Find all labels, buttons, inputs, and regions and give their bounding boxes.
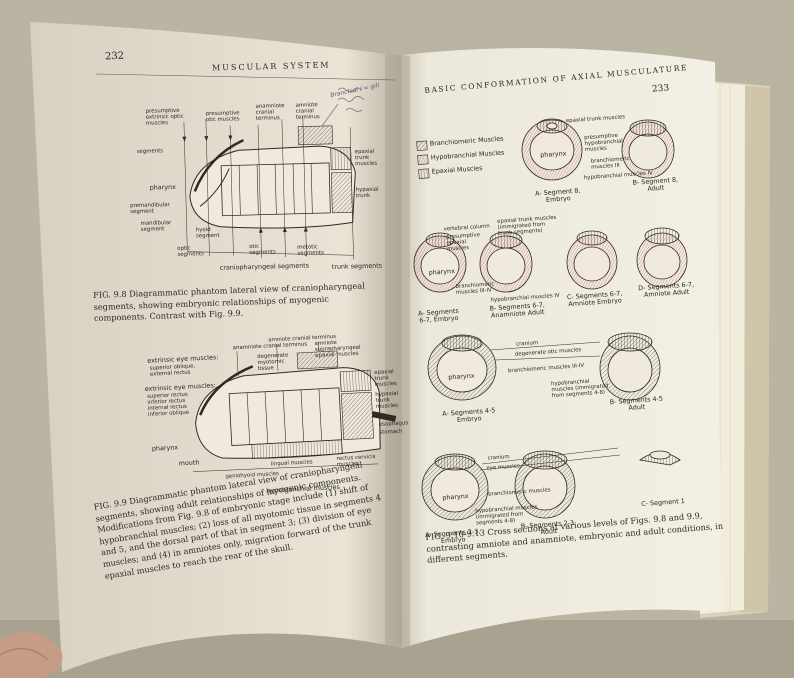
label: presumptive extrinsic optic muscles xyxy=(145,107,184,127)
figure-9-8-diagram xyxy=(182,116,356,260)
label: metotic segments xyxy=(297,244,324,257)
cross-sections xyxy=(413,118,688,521)
label: trunk segments xyxy=(331,261,383,271)
label: pharynx xyxy=(151,443,179,453)
label: optic segments xyxy=(177,245,204,258)
label: presumptive epaxial muscles xyxy=(445,232,481,253)
label: hypaxial trunk xyxy=(355,186,379,200)
label: amniote cranial terminus xyxy=(295,102,320,121)
label: epaxial trunk muscles xyxy=(354,148,378,168)
label: hypaxial trunk muscles xyxy=(375,390,399,410)
figure-9-9-diagram xyxy=(193,341,397,472)
page-number-left: 232 xyxy=(104,50,125,63)
label: hyoid segment xyxy=(195,227,220,240)
handwritten-note xyxy=(321,87,365,127)
label: segments xyxy=(136,148,164,155)
label: epaxial trunk muscles xyxy=(374,368,398,388)
page-number-right: 233 xyxy=(651,83,670,95)
label: amniote suprapharyngeal epaxial muscles xyxy=(314,339,361,360)
label: otic segments xyxy=(249,243,276,257)
label: premandibular segment xyxy=(130,202,170,216)
label: pharynx xyxy=(149,182,177,192)
label: presumptive hypobranchial muscles xyxy=(583,132,624,154)
label: mandibular segment xyxy=(140,220,172,233)
label: mouth xyxy=(178,458,200,468)
label: stomach xyxy=(379,428,403,436)
hand xyxy=(0,631,63,678)
label: anamniote cranial terminus xyxy=(255,103,285,122)
label: presumptive otic muscles xyxy=(205,110,240,124)
label: degenerate myotomic tissue xyxy=(257,352,289,373)
legend-swatches xyxy=(416,140,430,179)
